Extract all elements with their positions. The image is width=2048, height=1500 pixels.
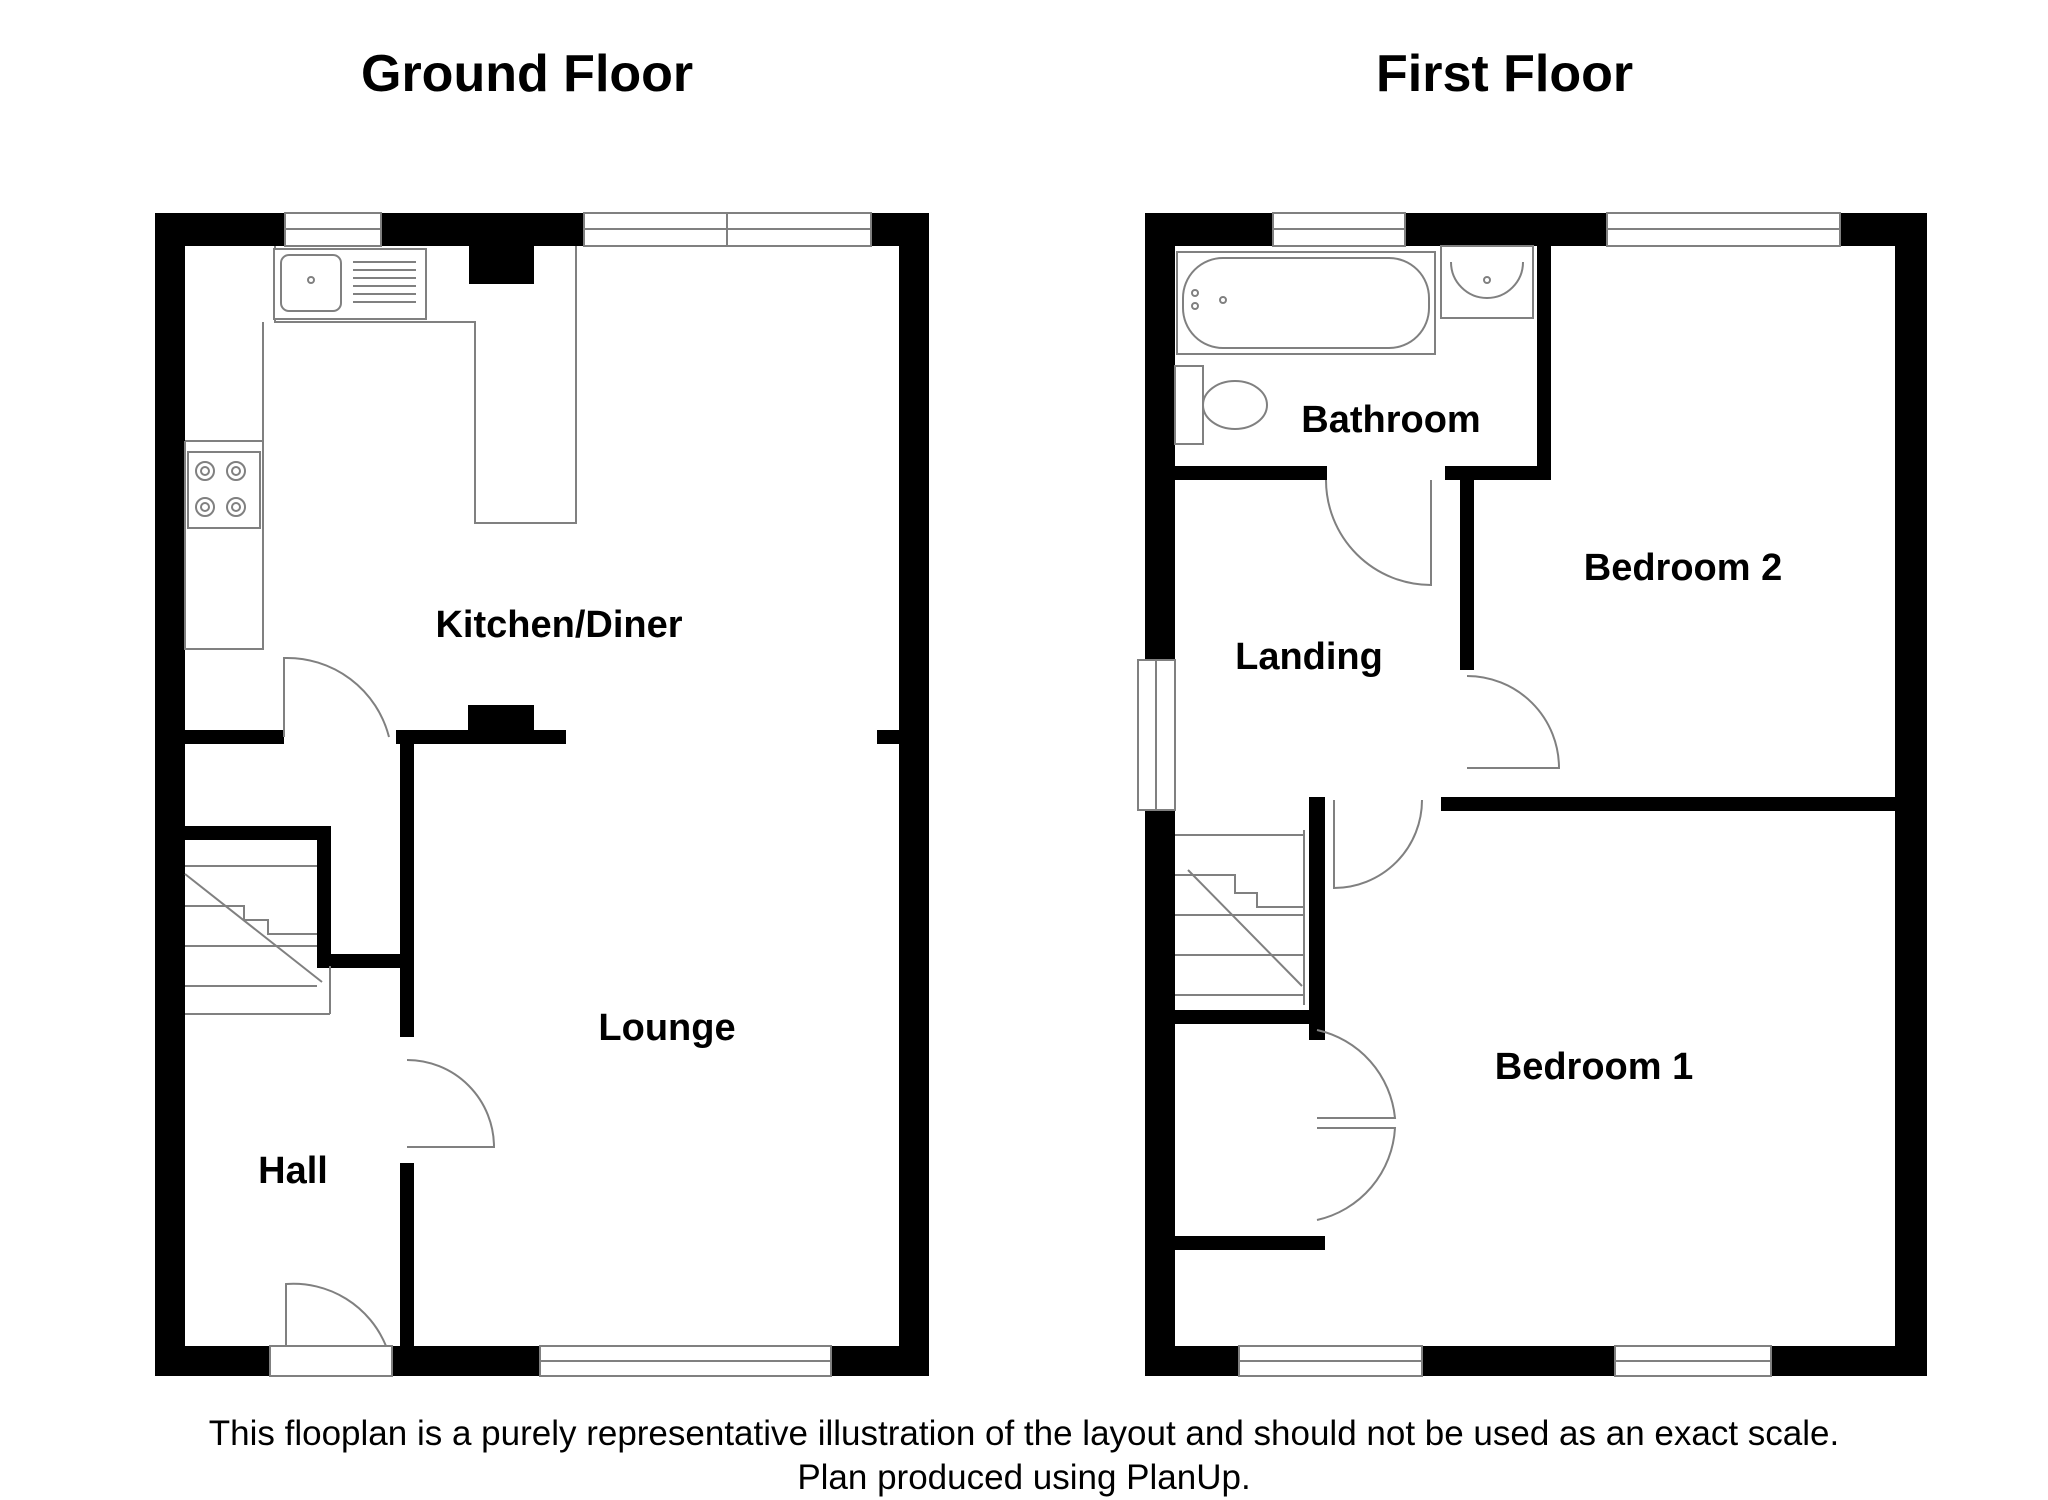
bath-icon: [1176, 251, 1436, 355]
first-doors: [1316, 479, 1561, 1221]
first-floor-title: First Floor: [1376, 45, 1634, 103]
sink-icon: [273, 248, 427, 320]
first-bathroom-fixtures: [1174, 245, 1534, 445]
room-label-bedroom-2: Bedroom 2: [1584, 547, 1782, 589]
bathroom-door-icon: [1325, 479, 1432, 587]
room-label-landing: Landing: [1235, 636, 1383, 678]
ground-outer-walls: [155, 213, 929, 1376]
wardrobe-door-right-icon: [1316, 1127, 1397, 1221]
ground-kitchen-units: [184, 246, 577, 650]
ground-floor-title: Ground Floor: [361, 45, 694, 103]
first-room-labels: Bathroom Landing Bedroom 2 Bedroom 1: [1235, 399, 1782, 1088]
first-outer-walls: [1145, 213, 1927, 1376]
ground-doors: [269, 656, 496, 1377]
front-door-icon: [285, 1282, 387, 1347]
basin-icon: [1440, 245, 1534, 319]
lounge-door-icon: [406, 1059, 496, 1148]
bedroom-2-door-icon: [1466, 675, 1561, 769]
ground-windows: [284, 212, 872, 1377]
toilet-icon: [1174, 365, 1204, 445]
room-label-hall: Hall: [258, 1150, 328, 1192]
ground-stairs: [184, 865, 331, 1015]
room-label-bathroom: Bathroom: [1301, 399, 1480, 441]
first-floor-plan: Bathroom Landing Bedroom 2 Bedroom 1: [1137, 212, 1927, 1377]
bedroom-1-door-icon: [1333, 799, 1423, 890]
ground-floor-plan: Kitchen/Diner Lounge Hall: [155, 212, 929, 1377]
room-label-bedroom-1: Bedroom 1: [1495, 1046, 1693, 1088]
room-label-lounge: Lounge: [598, 1007, 735, 1049]
first-stairs: [1175, 830, 1305, 1005]
ground-room-labels: Kitchen/Diner Lounge Hall: [258, 604, 735, 1192]
room-label-kitchen-diner: Kitchen/Diner: [435, 604, 682, 646]
ground-internal-walls: [185, 246, 899, 1346]
hob-icon: [187, 451, 261, 529]
disclaimer-line-2: Plan produced using PlanUp.: [797, 1458, 1251, 1497]
first-windows: [1137, 212, 1841, 1377]
first-internal-walls: [1175, 246, 1895, 1250]
wardrobe-door-left-icon: [1316, 1029, 1397, 1119]
kitchen-door-icon: [283, 656, 390, 738]
disclaimer-line-1: This flooplan is a purely representative…: [208, 1414, 1840, 1453]
